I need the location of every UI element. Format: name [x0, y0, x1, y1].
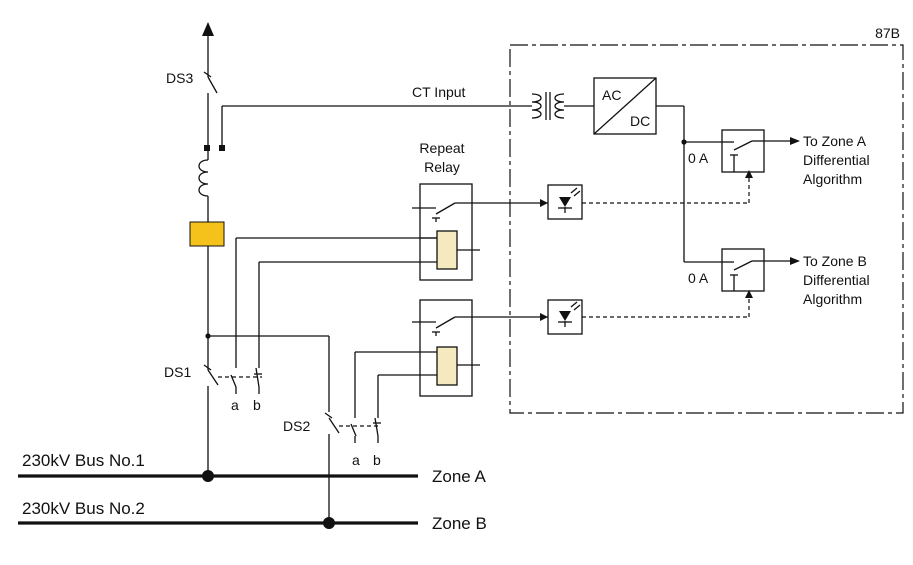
ds1-switch [203, 364, 219, 476]
zone-a-out-line2: Differential [803, 152, 870, 168]
ds3-switch [203, 70, 218, 147]
circuit-breaker [189, 221, 225, 247]
ds1-aux-contact-a [230, 238, 237, 394]
ac-label: AC [602, 87, 621, 103]
ds3-label: DS3 [166, 70, 193, 86]
repeat-relay-2-contact [412, 316, 548, 336]
repeat-relay-2-coil [436, 346, 458, 386]
zone-a-switch-block [721, 129, 765, 173]
ct-polarity-mark [204, 145, 210, 151]
zone-b-switch-contact [722, 260, 764, 291]
ds1-b-label: b [253, 397, 261, 413]
zone-a-switch-contact [722, 140, 764, 172]
zone-a-output-arrow [790, 137, 800, 145]
bus1-label: 230kV Bus No.1 [22, 451, 145, 470]
interposing-ct-icon [531, 92, 594, 120]
optocoupler-1-diode-icon [558, 187, 581, 213]
relay1-arrow [540, 199, 548, 207]
zero-a-bottom-label: 0 A [688, 270, 709, 286]
ds2-aux-contact-b [373, 375, 381, 443]
relay-87b-boundary [509, 44, 904, 414]
feeder-arrow [202, 22, 214, 70]
bus2-junction [323, 517, 335, 529]
zone-b-control-arrow [745, 290, 753, 298]
relay2-arrow [540, 313, 548, 321]
dc-label: DC [630, 113, 650, 129]
zone-b-out-line3: Algorithm [803, 291, 862, 307]
bus2-label: 230kV Bus No.2 [22, 499, 145, 518]
zone-a-control-arrow [745, 170, 753, 178]
ds1-aux-contact-b [254, 262, 262, 394]
zone-b-out-line2: Differential [803, 272, 870, 288]
repeat-relay-label-line2: Relay [424, 159, 460, 175]
ct-input-label: CT Input [412, 84, 466, 100]
zone-a-label: Zone A [432, 467, 487, 486]
ds2-switch [324, 412, 340, 522]
repeat-relay-1-contact [412, 202, 548, 222]
current-transformer [198, 159, 209, 197]
ds2-a-label: a [352, 452, 360, 468]
zone-b-label: Zone B [432, 514, 487, 533]
ds1-label: DS1 [164, 364, 191, 380]
repeat-relay-1-coil [436, 230, 458, 270]
ds2-b-label: b [373, 452, 381, 468]
ds1-a-label: a [231, 397, 239, 413]
zone-b-output-arrow [790, 257, 800, 265]
bus1-junction [202, 470, 214, 482]
zone-b-switch-block [721, 248, 765, 292]
zone-a-out-line3: Algorithm [803, 171, 862, 187]
zone-b-out-line1: To Zone B [803, 253, 867, 269]
optocoupler-2-diode-icon [558, 301, 581, 327]
zero-a-top-label: 0 A [688, 150, 709, 166]
ds2-label: DS2 [283, 418, 310, 434]
repeat-relay-label-line1: Repeat [419, 140, 464, 156]
zone-a-out-line1: To Zone A [803, 133, 867, 149]
ds2-aux-contact-a [350, 352, 357, 443]
relay-87b-label: 87B [875, 25, 900, 41]
